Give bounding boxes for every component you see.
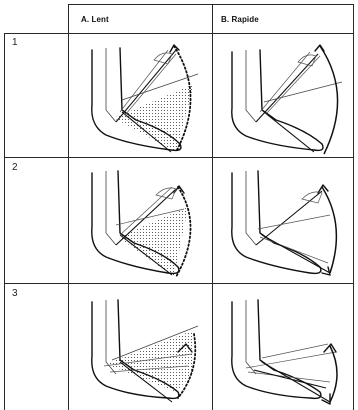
- table-rule-col1: [68, 4, 69, 410]
- foot-illustration-row2-slow: [76, 165, 206, 280]
- table-rule-row1: [4, 157, 354, 158]
- foot-illustration-row2-fast: [218, 165, 350, 280]
- foot-illustration-row1-fast: [218, 40, 350, 155]
- table-rule-col2: [212, 4, 213, 410]
- table-rule-right: [353, 4, 354, 410]
- foot-illustration-row3-slow: [76, 290, 206, 405]
- column-header-slow: A. Lent: [81, 15, 109, 24]
- table-rule-top: [68, 4, 354, 5]
- row-number-2: 2: [12, 162, 18, 173]
- column-header-fast: B. Rapide: [221, 15, 259, 24]
- foot-illustration-row3-fast: [218, 290, 350, 405]
- table-rule-header: [4, 33, 354, 34]
- table-rule-row2: [4, 283, 354, 284]
- table-rule-left: [4, 33, 5, 410]
- row-number-3: 3: [12, 288, 18, 299]
- row-number-1: 1: [12, 37, 18, 48]
- foot-illustration-row1-slow: [76, 40, 206, 155]
